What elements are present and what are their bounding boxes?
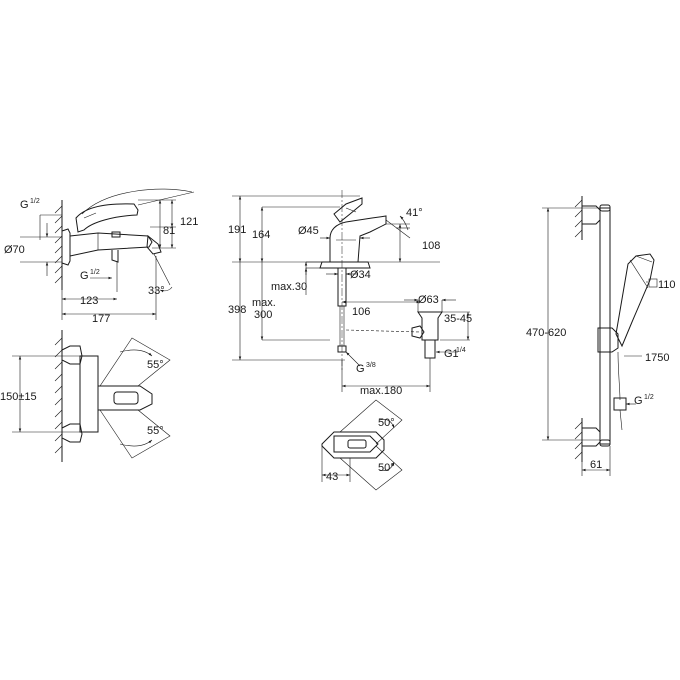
dia-63: Ø63 — [418, 294, 439, 306]
g114-label: G1 — [444, 348, 459, 360]
dim-177: 177 — [92, 313, 110, 325]
angle-50-bottom: 50° — [378, 462, 395, 474]
faucet-body — [329, 215, 387, 263]
mixer-body — [69, 232, 153, 257]
dim-191: 191 — [228, 224, 246, 236]
lever-handle — [75, 203, 139, 233]
max-label: max. — [252, 297, 276, 309]
mixer-body — [79, 355, 99, 433]
swing-zone-bottom — [339, 445, 403, 491]
dim-164: 164 — [252, 229, 270, 241]
faucet-top-outline — [321, 431, 385, 459]
dim-398: 398 — [228, 304, 246, 316]
dim-108: 108 — [422, 240, 440, 252]
thread-label: G — [634, 395, 643, 407]
waste-tail — [424, 339, 436, 359]
wall-hatch — [54, 205, 63, 284]
faucet-lever — [333, 197, 363, 223]
lever-top — [333, 435, 379, 453]
dia-34: Ø34 — [350, 269, 371, 281]
waste-fitting — [417, 311, 443, 341]
dim-121: 121 — [180, 216, 198, 228]
basin-mixer-top-view: 50° 43 50° — [321, 399, 403, 491]
diverter-knob — [111, 231, 121, 238]
dim-81: 81 — [163, 225, 175, 237]
thread2-label: G — [80, 270, 89, 282]
countertop — [319, 261, 371, 269]
handle-top-view — [98, 385, 153, 411]
shower-set: 110 470-620 1750 G 1/2 61 — [526, 196, 676, 476]
swing-zone-top — [339, 399, 403, 445]
handle-insert — [113, 391, 139, 405]
max-30: max.30 — [271, 281, 307, 293]
thread2-fraction: 1/2 — [90, 269, 100, 276]
range-35-45: 35-45 — [444, 313, 472, 325]
spacing-label: 150±15 — [0, 391, 37, 403]
depth-61: 61 — [590, 459, 602, 471]
dim-106: 106 — [352, 306, 370, 318]
basin-mixer-side-view: 191 164 Ø45 41° 108 max.30 Ø34 398 max. … — [228, 190, 472, 397]
angle-50-top: 50° — [378, 417, 395, 429]
swing-zone-bottom — [99, 409, 171, 459]
rail-range: 470-620 — [526, 327, 566, 339]
bath-mixer-side-view: G 1/2 Ø70 121 81 G 1/2 123 177 33° — [4, 188, 198, 325]
bottom-bracket — [581, 427, 601, 447]
dia-45: Ø45 — [298, 225, 319, 237]
handle-swing-arc — [81, 188, 193, 215]
top-bracket — [581, 205, 601, 225]
rail-cap-bottom — [599, 439, 611, 447]
wall-hatch — [54, 337, 63, 454]
lever-insert — [347, 439, 367, 449]
angle-41: 41° — [406, 207, 423, 219]
g38-fraction: 3/8 — [366, 362, 376, 369]
escutcheon — [61, 228, 71, 266]
eccentric-top — [61, 345, 83, 365]
shank — [337, 267, 347, 307]
slider — [597, 327, 619, 353]
hose — [617, 351, 621, 401]
angle-55-bottom: 55° — [147, 425, 164, 437]
spout — [146, 235, 162, 255]
thread-fraction: 1/2 — [644, 394, 654, 401]
bath-mixer-top-view: 150±15 55° 55° — [0, 330, 171, 462]
hose-length: 1750 — [645, 352, 669, 364]
thread-fraction: 1/2 — [30, 198, 40, 205]
shower-outlet — [111, 250, 119, 263]
dim-123: 123 — [80, 295, 98, 307]
max-300: 300 — [254, 309, 272, 321]
thread-label: G — [20, 199, 29, 211]
eccentric-bottom — [61, 423, 83, 443]
dia-label: Ø70 — [4, 244, 25, 256]
angle-55-top: 55° — [147, 359, 164, 371]
g114-fraction: 1/4 — [456, 347, 466, 354]
wall-hatch — [574, 199, 583, 460]
slide-rail — [599, 207, 611, 445]
angle-33: 33° — [148, 285, 165, 297]
dim-43: 43 — [326, 471, 338, 483]
square-symbol — [648, 278, 658, 288]
g38-label: G — [356, 363, 365, 375]
max-180: max.180 — [360, 385, 402, 397]
swing-zone-top — [99, 337, 171, 387]
head-size: 110 — [658, 279, 676, 291]
